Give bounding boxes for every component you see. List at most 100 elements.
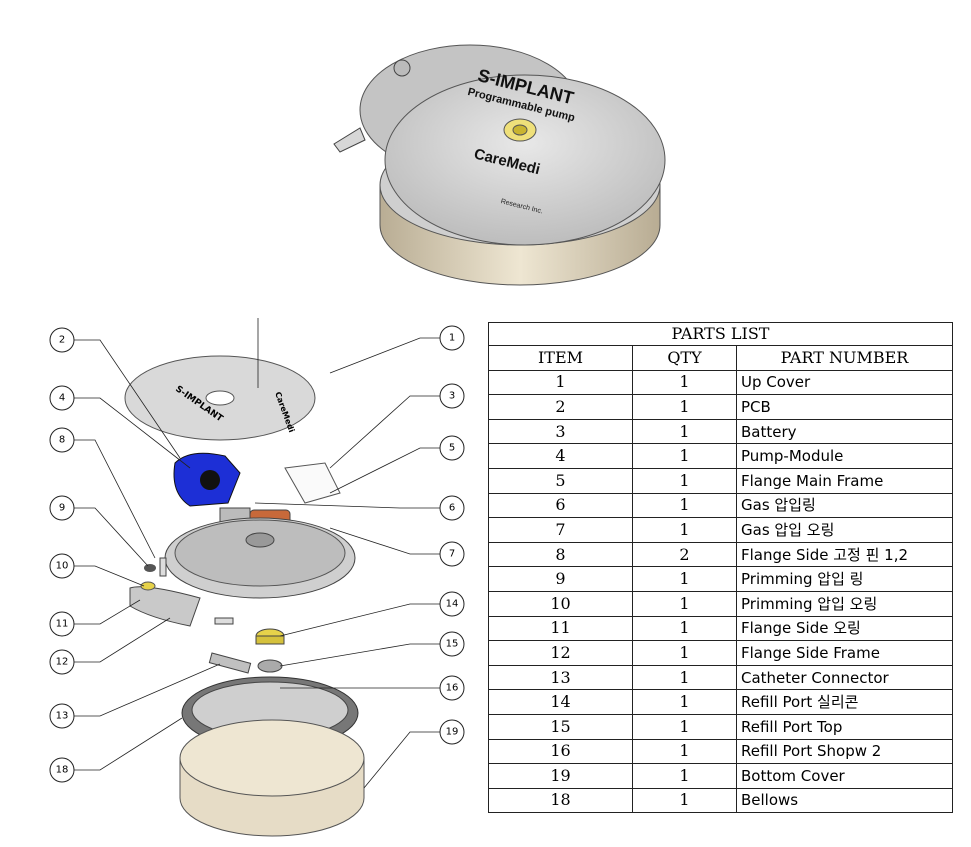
callout-1: 1 — [439, 325, 465, 351]
callout-label: 8 — [59, 435, 65, 446]
callout-label: 9 — [59, 503, 65, 514]
qty-cell: 1 — [632, 418, 737, 445]
item-cell: 9 — [488, 566, 633, 592]
qty-cell: 1 — [632, 689, 737, 715]
primming-o-ring — [140, 581, 156, 591]
item-cell: 4 — [488, 443, 633, 469]
callout-label: 3 — [449, 391, 455, 402]
callout-label: 19 — [446, 727, 459, 738]
header-part-number: PART NUMBER — [736, 345, 953, 371]
part-number-cell: Primming 압입 오링 — [736, 590, 953, 617]
catheter-connector-part — [208, 652, 252, 674]
part-number-cell: Gas 압입링 — [736, 492, 953, 519]
callout-4: 4 — [49, 385, 75, 411]
callout-11: 11 — [49, 611, 75, 637]
part-number-cell: Refill Port Shopw 2 — [736, 738, 953, 765]
item-cell: 3 — [488, 418, 633, 445]
item-cell: 19 — [488, 763, 633, 789]
callout-7: 7 — [439, 541, 465, 567]
qty-cell: 1 — [632, 492, 737, 519]
callout-label: 10 — [56, 561, 69, 572]
part-number-cell: Refill Port Top — [736, 713, 953, 740]
qty-cell: 1 — [632, 467, 737, 494]
qty-cell: 1 — [632, 369, 737, 396]
callout-label: 1 — [449, 333, 455, 344]
side-pin-1 — [159, 557, 167, 577]
part-number-cell: PCB — [736, 394, 953, 420]
item-cell: 15 — [488, 713, 633, 740]
part-number-cell: Bottom Cover — [736, 763, 953, 789]
callout-label: 14 — [446, 599, 459, 610]
qty-cell: 1 — [632, 566, 737, 592]
callout-8: 8 — [49, 427, 75, 453]
qty-cell: 1 — [632, 517, 737, 543]
part-number-cell: Flange Side 오링 — [736, 615, 953, 642]
part-number-cell: Gas 압입 오링 — [736, 517, 953, 543]
part-number-cell: Catheter Connector — [736, 664, 953, 691]
item-cell: 13 — [488, 664, 633, 691]
leader-lines — [74, 337, 440, 789]
callout-label: 13 — [56, 711, 69, 722]
callout-6: 6 — [439, 495, 465, 521]
callout-label: 18 — [56, 765, 69, 776]
part-number-cell: Flange Side 고정 핀 1,2 — [736, 541, 953, 568]
qty-cell: 1 — [632, 787, 737, 814]
callout-label: 12 — [56, 657, 69, 668]
qty-cell: 1 — [632, 640, 737, 666]
callout-label: 6 — [449, 503, 455, 514]
callout-13: 13 — [49, 703, 75, 729]
item-cell: 8 — [488, 541, 633, 568]
qty-cell: 1 — [632, 664, 737, 691]
part-number-cell: Up Cover — [736, 369, 953, 396]
flange-side-frame-part — [129, 586, 201, 627]
part-number-cell: Flange Side Frame — [736, 640, 953, 666]
item-cell: 6 — [488, 492, 633, 519]
header-qty: QTY — [632, 345, 737, 371]
callout-10: 10 — [49, 553, 75, 579]
item-cell: 10 — [488, 590, 633, 617]
qty-cell: 1 — [632, 394, 737, 420]
qty-cell: 1 — [632, 763, 737, 789]
item-cell: 7 — [488, 517, 633, 543]
callout-label: 15 — [446, 639, 459, 650]
side-pin-2 — [214, 617, 234, 625]
callout-12: 12 — [49, 649, 75, 675]
qty-cell: 1 — [632, 590, 737, 617]
item-cell: 12 — [488, 640, 633, 666]
callout-19: 19 — [439, 719, 465, 745]
callout-label: 4 — [59, 393, 65, 404]
part-number-cell: Primming 압입 링 — [736, 566, 953, 592]
callout-16: 16 — [439, 675, 465, 701]
part-number-cell: Pump-Module — [736, 443, 953, 469]
qty-cell: 1 — [632, 713, 737, 740]
callout-label: 11 — [56, 619, 69, 630]
header-item: ITEM — [488, 345, 633, 371]
item-cell: 14 — [488, 689, 633, 715]
battery-part — [284, 462, 341, 504]
callout-15: 15 — [439, 631, 465, 657]
part-number-cell: Refill Port 실리콘 — [736, 689, 953, 715]
item-cell: 2 — [488, 394, 633, 420]
callout-label: 5 — [449, 443, 455, 454]
top-cover — [384, 74, 666, 246]
qty-cell: 1 — [632, 738, 737, 765]
